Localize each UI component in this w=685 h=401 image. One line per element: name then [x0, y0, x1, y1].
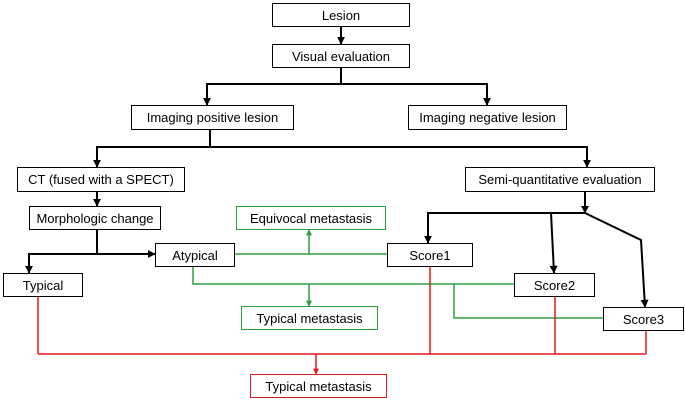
node-score1: Score1 — [387, 243, 473, 267]
positive-to-semi-connector — [210, 146, 591, 168]
node-lesion-label: Lesion — [321, 7, 361, 23]
node-score3: Score3 — [603, 307, 684, 331]
morphologic-to-typical-connector — [25, 253, 97, 274]
visual-to-negative-connector — [341, 83, 491, 106]
node-typical-metastasis-green: Typical metastasis — [241, 306, 378, 330]
node-score1-label: Score1 — [409, 247, 451, 263]
node-typical: Typical — [3, 273, 83, 297]
node-equivocal-metastasis: Equivocal metastasis — [236, 206, 386, 230]
node-ct-fused-spect: CT (fused with a SPECT) — [17, 167, 185, 192]
node-visual-evaluation-label: Visual evaluation — [291, 48, 391, 64]
positive-to-ct-connector — [93, 146, 210, 168]
node-lesion: Lesion — [272, 3, 410, 27]
node-equivocal-metastasis-label: Equivocal metastasis — [249, 210, 373, 226]
visual-to-positive-connector — [203, 83, 341, 106]
node-typical-metastasis-red-label: Typical metastasis — [265, 378, 372, 394]
node-score2: Score2 — [514, 273, 595, 297]
score3-link-connector — [453, 284, 603, 319]
node-semi-quantitative-evaluation: Semi-quantitative evaluation — [465, 167, 655, 192]
node-score2-label: Score2 — [533, 277, 576, 293]
semi-to-score2-connector — [549, 212, 558, 274]
node-atypical: Atypical — [155, 243, 235, 267]
atypical-to-typical-met-connector — [192, 267, 514, 285]
node-score3-label: Score3 — [622, 311, 665, 327]
node-imaging-positive-lesion: Imaging positive lesion — [131, 105, 294, 130]
node-imaging-negative-lesion: Imaging negative lesion — [408, 105, 567, 130]
node-morphologic-change-label: Morphologic change — [36, 210, 154, 226]
node-morphologic-change: Morphologic change — [29, 206, 161, 230]
node-imaging-negative-lesion-label: Imaging negative lesion — [419, 110, 556, 125]
node-ct-fused-spect-label: CT (fused with a SPECT) — [28, 172, 174, 187]
node-semi-quantitative-evaluation-label: Semi-quantitative evaluation — [478, 172, 642, 187]
node-typical-label: Typical — [22, 277, 64, 293]
node-typical-metastasis-green-label: Typical metastasis — [256, 310, 363, 326]
semi-to-score3-connector — [584, 212, 649, 308]
node-visual-evaluation: Visual evaluation — [272, 44, 410, 68]
node-typical-metastasis-red: Typical metastasis — [250, 374, 387, 398]
node-imaging-positive-lesion-label: Imaging positive lesion — [146, 110, 279, 125]
node-atypical-label: Atypical — [172, 247, 218, 263]
semi-to-score1-connector — [424, 212, 585, 244]
